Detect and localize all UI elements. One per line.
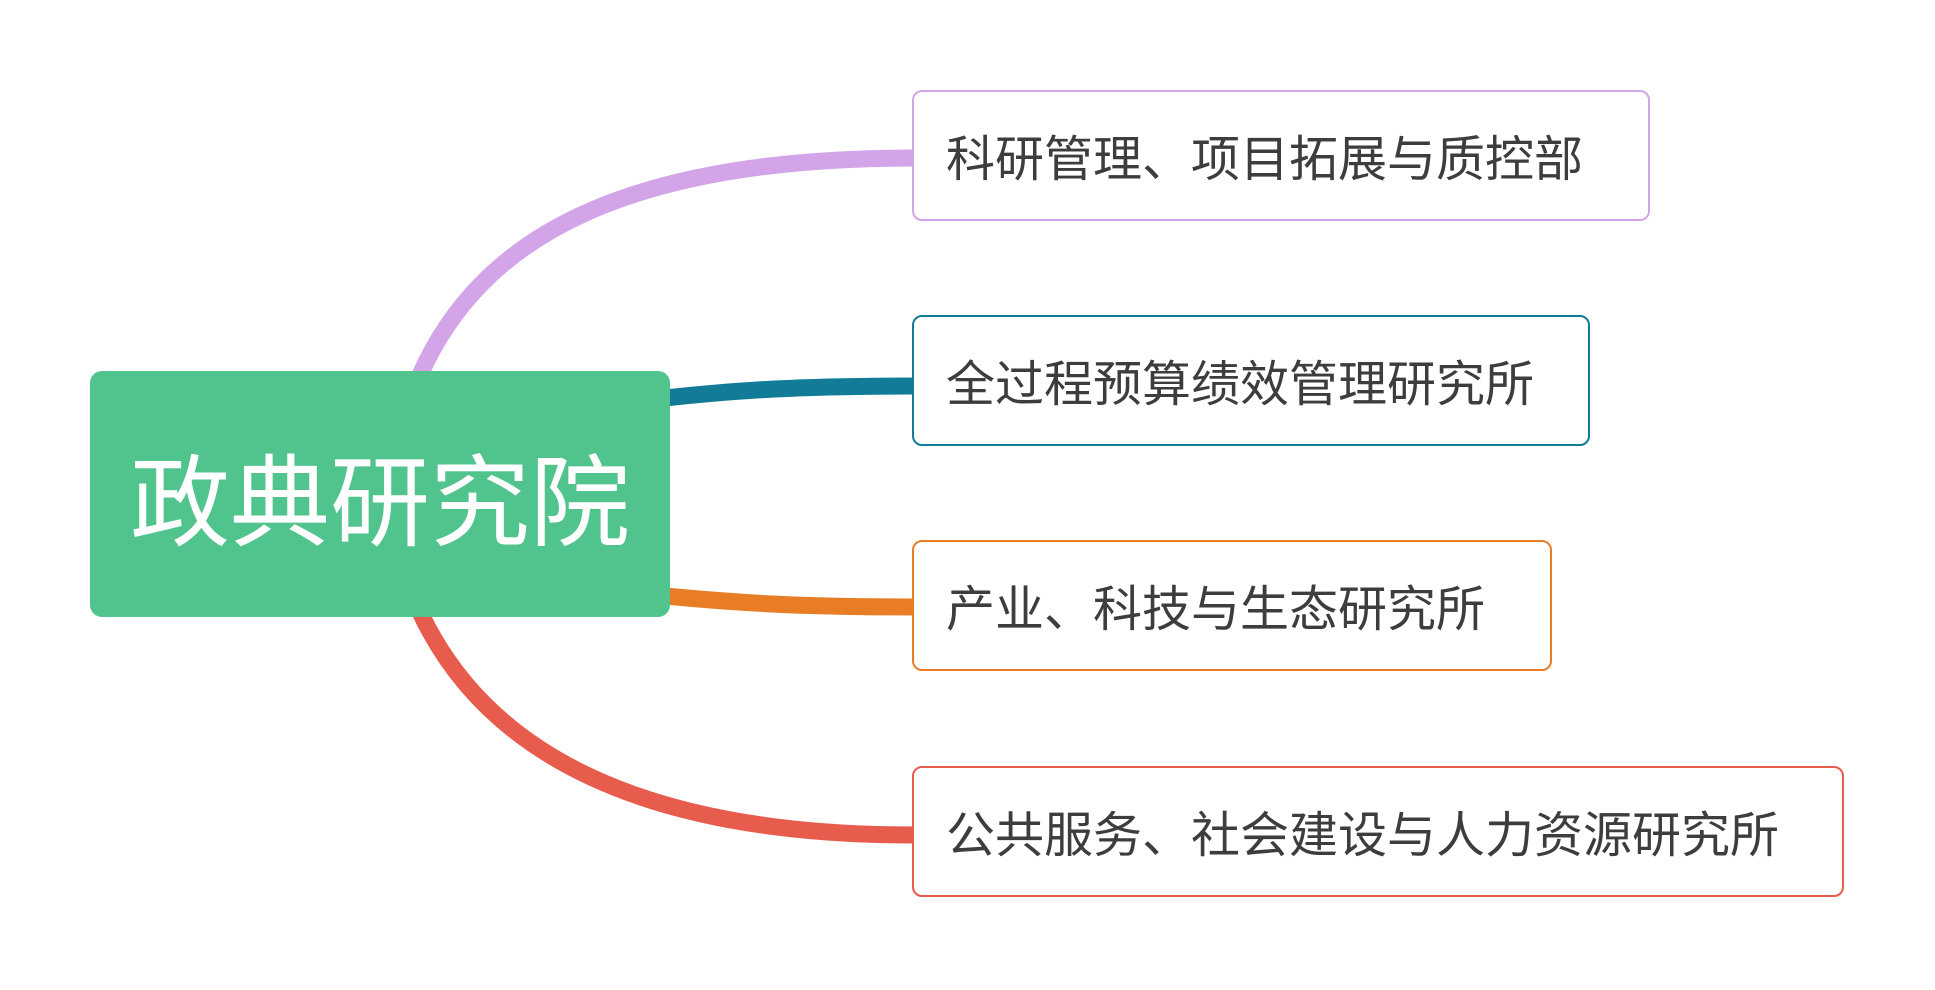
branch-node-3[interactable]: 产业、科技与生态研究所 [912,540,1552,671]
branch-label: 公共服务、社会建设与人力资源研究所 [946,807,1780,864]
connector-branch-1 [412,149,915,379]
connector-branch-2 [664,377,915,407]
branch-node-1[interactable]: 科研管理、项目拓展与质控部 [912,90,1650,221]
root-label: 政典研究院 [130,444,630,562]
branch-label: 科研管理、项目拓展与质控部 [946,131,1584,188]
root-node[interactable]: 政典研究院 [90,371,670,617]
branch-node-4[interactable]: 公共服务、社会建设与人力资源研究所 [912,766,1844,897]
branch-label: 产业、科技与生态研究所 [946,581,1486,638]
connector-branch-4 [412,608,915,844]
branch-node-2[interactable]: 全过程预算绩效管理研究所 [912,315,1590,446]
connector-branch-3 [664,587,915,616]
branch-label: 全过程预算绩效管理研究所 [946,356,1535,413]
